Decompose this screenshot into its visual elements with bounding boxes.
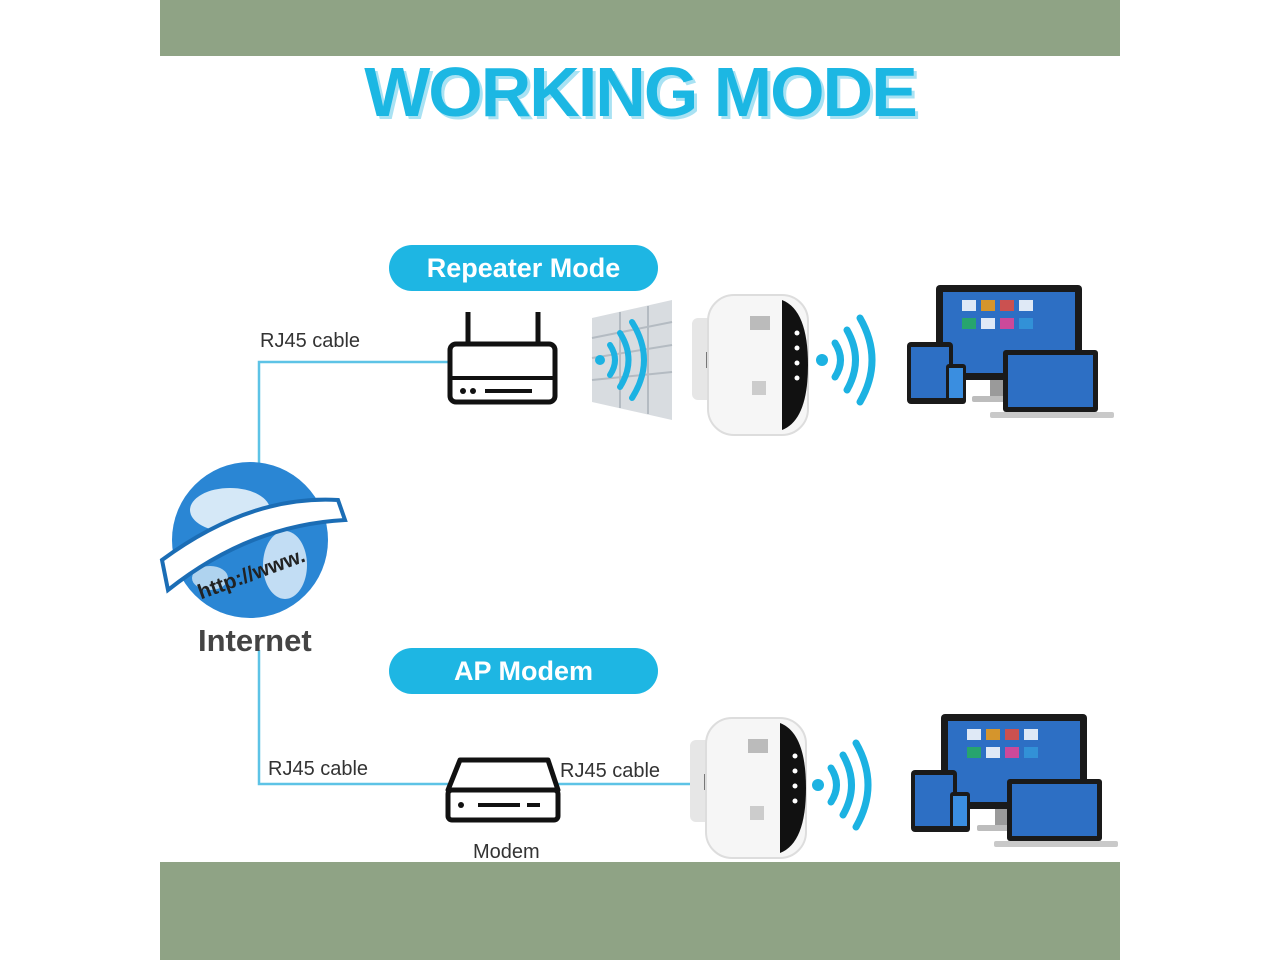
- wifi-signal-icon: [812, 739, 872, 831]
- ap-modem-pill: AP Modem: [389, 648, 658, 694]
- wifi-extender-icon: [690, 717, 807, 859]
- wall-icon: [591, 300, 673, 420]
- devices-icon: [907, 285, 1114, 418]
- page-title: WORKING MODE: [364, 53, 918, 131]
- router-icon: [447, 312, 558, 405]
- bottom-band: [160, 862, 1120, 960]
- internet-label: Internet: [198, 623, 312, 658]
- wifi-extender-icon: [692, 294, 809, 436]
- cable-label-bottom-left: RJ45 cable: [268, 758, 369, 780]
- cable-label-top: RJ45 cable: [260, 330, 361, 352]
- cable-label-bottom-right: RJ45 cable: [560, 760, 661, 782]
- devices-icon: [911, 714, 1118, 847]
- cable-lines: [257, 360, 700, 786]
- modem-icon: [445, 757, 561, 823]
- globe-icon: http://www.: [159, 462, 348, 618]
- modem-label: Modem: [473, 841, 540, 863]
- wifi-signal-icon: [816, 314, 876, 406]
- top-band: [160, 0, 1120, 56]
- repeater-mode-pill: Repeater Mode: [389, 245, 658, 291]
